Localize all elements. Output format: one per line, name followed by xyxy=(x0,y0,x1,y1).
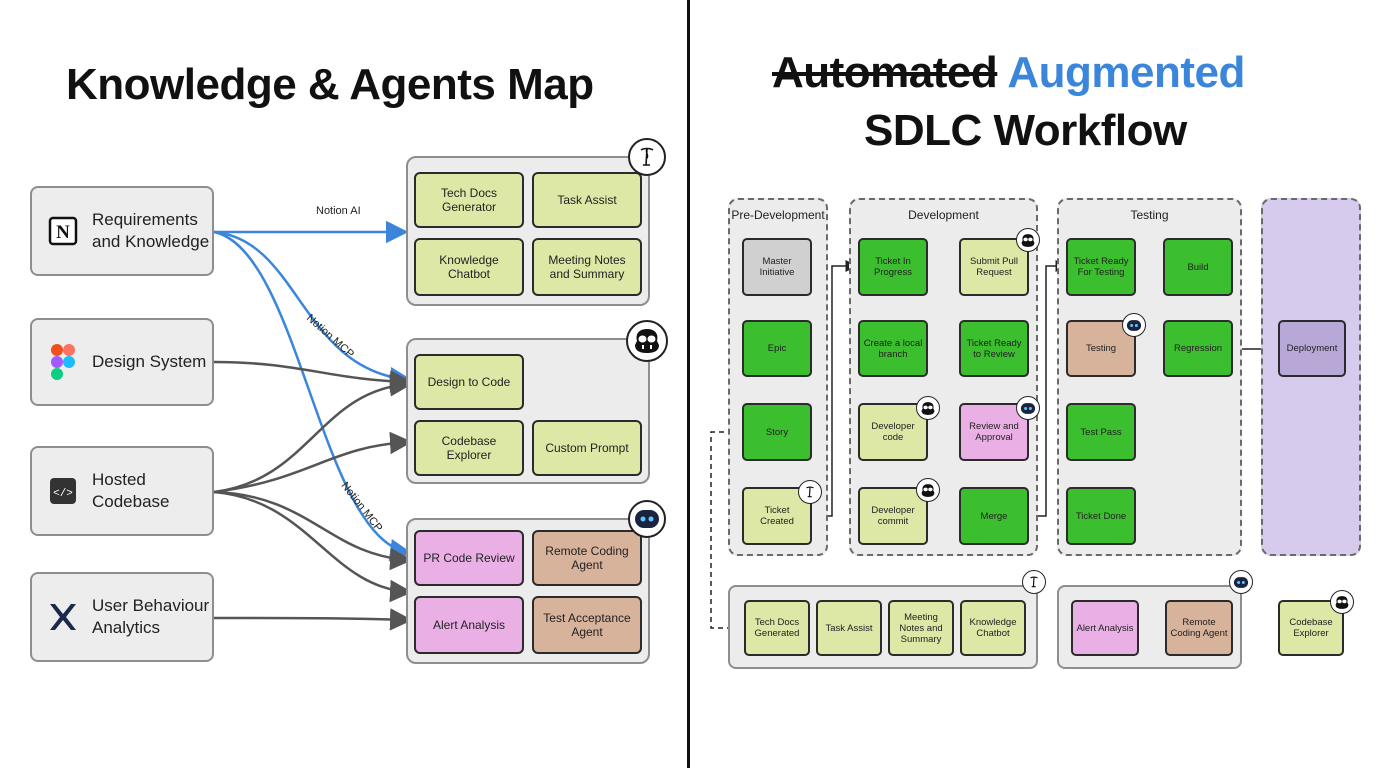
source-label-line1: Hosted xyxy=(92,470,146,489)
card-build[interactable]: Build xyxy=(1163,238,1233,296)
analytics-x-icon xyxy=(46,600,80,634)
card-submit-pull-request[interactable]: Submit Pull Request xyxy=(959,238,1029,296)
edge-label-notion-ai: Notion AI xyxy=(316,205,361,217)
figma-icon xyxy=(46,344,80,380)
group-coding-agents: PR Code Review Remote Coding Agent Alert… xyxy=(406,518,650,664)
notion-icon: N xyxy=(46,214,80,248)
card-ticket-done[interactable]: Ticket Done xyxy=(1066,487,1136,545)
copilot-icon xyxy=(916,478,940,502)
edge-code-alert xyxy=(213,490,413,603)
card-knowledge-chatbot-bottom[interactable]: Knowledge Chatbot xyxy=(960,600,1026,656)
right-title-line2: SDLC Workflow xyxy=(864,106,1187,155)
source-label-line2: and Knowledge xyxy=(92,232,210,251)
card-alert-analysis-bottom[interactable]: Alert Analysis xyxy=(1071,600,1139,656)
copilot-icon xyxy=(1330,590,1354,614)
card-master-initiative[interactable]: Master Initiative xyxy=(742,238,812,296)
svg-text:N: N xyxy=(56,222,70,243)
notion-ai-icon xyxy=(628,138,666,176)
right-title-line1: Automated Augmented xyxy=(772,48,1245,98)
card-ticket-ready-testing[interactable]: Ticket Ready For Testing xyxy=(1066,238,1136,296)
card-story[interactable]: Story xyxy=(742,403,812,461)
card-remote-coding-agent-bottom[interactable]: Remote Coding Agent xyxy=(1165,600,1233,656)
card-create-branch[interactable]: Create a local branch xyxy=(858,320,928,377)
source-label-line2: Codebase xyxy=(92,492,170,511)
card-ticket-created[interactable]: Ticket Created xyxy=(742,487,812,545)
card-test-pass[interactable]: Test Pass xyxy=(1066,403,1136,461)
edge-design-design-to-code xyxy=(213,360,413,393)
edge-req-pr-review xyxy=(213,230,413,562)
code-icon: </> xyxy=(46,474,80,508)
edge-story-bottom xyxy=(710,431,744,634)
card-test-acceptance-agent[interactable]: Test Acceptance Agent xyxy=(532,596,642,654)
stage-label: Development xyxy=(908,208,979,222)
svg-text:</>: </> xyxy=(53,488,73,500)
card-task-assist[interactable]: Task Assist xyxy=(532,172,642,228)
edge-code-explorer xyxy=(213,431,413,494)
source-requirements[interactable]: N Requirements and Knowledge xyxy=(30,186,214,276)
copilot-icon xyxy=(916,396,940,420)
card-tech-docs-generator[interactable]: Tech Docs Generator xyxy=(414,172,524,228)
robot-icon xyxy=(1229,570,1253,594)
card-remote-coding-agent[interactable]: Remote Coding Agent xyxy=(532,530,642,586)
card-deployment[interactable]: Deployment xyxy=(1278,320,1346,377)
edge-code-design-to-code xyxy=(213,374,413,494)
card-knowledge-chatbot[interactable]: Knowledge Chatbot xyxy=(414,238,524,296)
panel-divider xyxy=(687,0,690,768)
card-task-assist-bottom[interactable]: Task Assist xyxy=(816,600,882,656)
group-copilot: Design to Code Codebase Explorer Custom … xyxy=(406,338,650,484)
stage-label: Testing xyxy=(1130,208,1169,222)
edge-analytics-alert xyxy=(213,608,413,631)
card-tech-docs-generated[interactable]: Tech Docs Generated xyxy=(744,600,810,656)
source-label-line1: User Behaviour xyxy=(92,596,210,615)
card-custom-prompt[interactable]: Custom Prompt xyxy=(532,420,642,476)
source-label-line2: Analytics xyxy=(92,618,161,637)
edge-code-pr-review xyxy=(213,490,413,571)
edge-req-design-to-code xyxy=(213,230,413,390)
card-regression[interactable]: Regression xyxy=(1163,320,1233,377)
card-ticket-in-progress[interactable]: Ticket In Progress xyxy=(858,238,928,296)
card-pr-code-review[interactable]: PR Code Review xyxy=(414,530,524,586)
title-accent-word: Augmented xyxy=(1007,48,1245,97)
copilot-icon xyxy=(626,320,668,362)
robot-icon xyxy=(1016,396,1040,420)
card-merge[interactable]: Merge xyxy=(959,487,1029,545)
card-epic[interactable]: Epic xyxy=(742,320,812,377)
group-notion-ai: Tech Docs Generator Task Assist Knowledg… xyxy=(406,156,650,306)
card-ticket-ready-review[interactable]: Ticket Ready to Review xyxy=(959,320,1029,377)
copilot-icon xyxy=(1016,228,1040,252)
robot-icon xyxy=(1122,313,1146,337)
card-alert-analysis[interactable]: Alert Analysis xyxy=(414,596,524,654)
source-label-line1: Requirements xyxy=(92,210,198,229)
stage-deployment xyxy=(1261,198,1361,556)
card-testing[interactable]: Testing xyxy=(1066,320,1136,377)
notion-ai-icon xyxy=(798,480,822,504)
source-design-system[interactable]: Design System xyxy=(30,318,214,406)
robot-icon xyxy=(628,500,666,538)
card-design-to-code[interactable]: Design to Code xyxy=(414,354,524,410)
card-developer-commit[interactable]: Developer commit xyxy=(858,487,928,545)
notion-ai-icon xyxy=(1022,570,1046,594)
card-codebase-explorer[interactable]: Codebase Explorer xyxy=(414,420,524,476)
card-meeting-notes[interactable]: Meeting Notes and Summary xyxy=(532,238,642,296)
stage-label: Pre-Development xyxy=(731,208,825,222)
bottom-group-agents: Alert Analysis Remote Coding Agent xyxy=(1057,585,1242,669)
source-label-line1: Design System xyxy=(92,352,207,371)
bottom-group-notion: Tech Docs Generated Task Assist Meeting … xyxy=(728,585,1038,669)
left-title: Knowledge & Agents Map xyxy=(66,60,594,109)
card-meeting-notes-bottom[interactable]: Meeting Notes and Summary xyxy=(888,600,954,656)
title-strike-word: Automated xyxy=(772,48,998,97)
